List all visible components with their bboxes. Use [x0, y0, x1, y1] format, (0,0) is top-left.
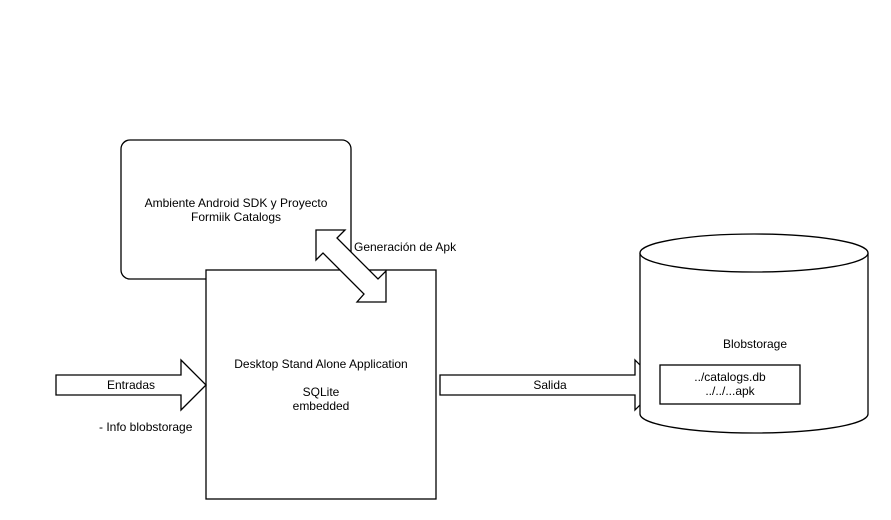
storage-file-apk: ../../...apk — [705, 384, 755, 398]
storage-file-catalogs: ../catalogs.db — [694, 370, 766, 384]
apk-arrow-label: Generación de Apk — [354, 240, 457, 254]
desktop-app-detail: SQLite embedded — [292, 385, 350, 413]
desktop-app-box — [205, 269, 437, 500]
apk-generation-arrow — [315, 229, 387, 303]
input-arrow — [55, 358, 207, 412]
android-sdk-label: Ambiente Android SDK y Proyecto Formiik … — [144, 196, 328, 224]
desktop-app-title: Desktop Stand Alone Application — [234, 357, 408, 371]
blobstorage-label: Blobstorage — [722, 337, 788, 351]
storage-files-box — [659, 364, 801, 405]
output-arrow-label: Salida — [533, 378, 567, 392]
input-arrow-label: Entradas — [106, 378, 156, 392]
input-note: - Info blobstorage — [99, 420, 193, 434]
